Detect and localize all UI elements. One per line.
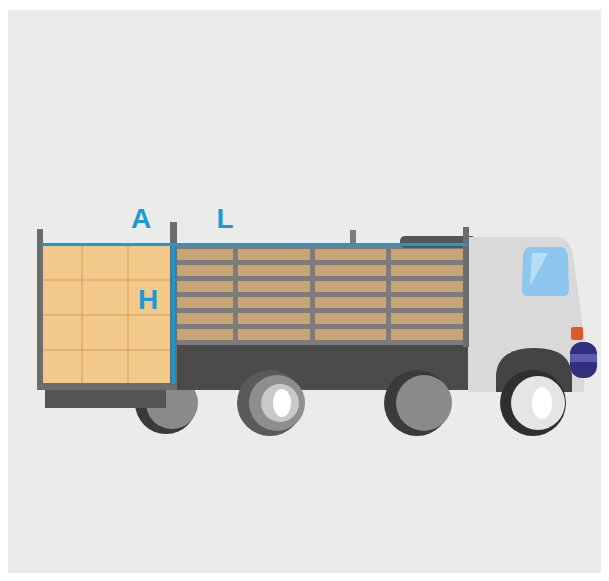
slat xyxy=(175,281,467,292)
dimension-label: A xyxy=(131,205,151,233)
slat xyxy=(175,297,467,308)
dimension-label: H xyxy=(138,286,158,314)
middle-wheels xyxy=(237,370,452,436)
slat xyxy=(175,249,467,260)
cargo-boxes xyxy=(42,245,173,385)
background-panel xyxy=(8,10,601,573)
slat xyxy=(175,329,467,340)
truck-cab xyxy=(400,236,597,392)
slat xyxy=(175,313,467,324)
front-wheel xyxy=(500,370,566,436)
rear-frame xyxy=(37,222,469,408)
dimension-lines xyxy=(42,243,467,384)
dimension-label: L xyxy=(216,205,233,233)
slat xyxy=(175,265,467,276)
